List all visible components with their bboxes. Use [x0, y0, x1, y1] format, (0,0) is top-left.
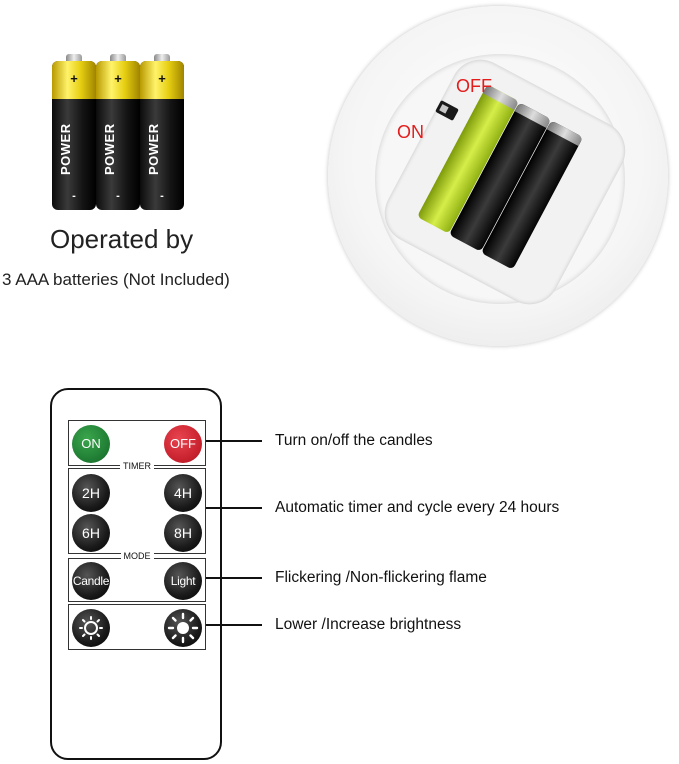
on-button[interactable]: ON [72, 425, 110, 463]
switch-on-label: ON [397, 122, 424, 142]
timer-connector-line [206, 507, 262, 509]
battery: + POWER - [140, 54, 184, 210]
timer-legend: TIMER [69, 461, 205, 471]
battery-minus-sign: - [116, 190, 120, 202]
mode-description: Flickering /Non-flickering flame [275, 569, 487, 586]
battery-brand: POWER [102, 123, 117, 175]
mode-panel: MODE Candle Light [68, 551, 206, 602]
timer-2h-button[interactable]: 2H [72, 474, 110, 512]
battery-terminal [66, 54, 82, 62]
power-connector-line [206, 440, 262, 442]
timer-8h-button[interactable]: 8H [164, 514, 202, 552]
battery-plus-sign: + [70, 71, 78, 86]
battery-body: + POWER - [96, 61, 140, 210]
off-button[interactable]: OFF [164, 425, 202, 463]
battery: + POWER - [52, 54, 96, 210]
light-mode-button[interactable]: Light [164, 562, 202, 600]
battery-cap [96, 61, 140, 99]
battery-plus-sign: + [158, 71, 166, 86]
increase-brightness-button[interactable] [164, 609, 202, 647]
battery: + POWER - [96, 54, 140, 210]
timer-4h-button[interactable]: 4H [164, 474, 202, 512]
lower-brightness-button[interactable] [72, 609, 110, 647]
battery-terminal [154, 54, 170, 62]
battery-caption-detail: 3 AAA batteries (Not Included) [2, 270, 230, 289]
power-description: Turn on/off the candles [275, 432, 433, 449]
battery-plus-sign: + [114, 71, 122, 86]
battery-body: + POWER - [52, 61, 96, 210]
battery-body: + POWER - [140, 61, 184, 210]
brightness-panel [68, 604, 206, 650]
battery-minus-sign: - [160, 190, 164, 202]
mode-connector-line [206, 577, 262, 579]
timer-description: Automatic timer and cycle every 24 hours [275, 499, 560, 516]
dim-sun-icon [79, 616, 103, 640]
candle-mode-button[interactable]: Candle [72, 562, 110, 600]
switch-off-label: OFF [456, 76, 492, 96]
brightness-connector-line [206, 624, 262, 626]
battery-cap [140, 61, 184, 99]
remote-control: ON OFF TIMER 2H 4H 6H 8H MODE Candle Lig… [50, 388, 222, 760]
brightness-description: Lower /Increase brightness [275, 616, 462, 633]
battery-brand: POWER [58, 123, 73, 175]
power-panel: ON OFF [68, 420, 206, 466]
timer-6h-button[interactable]: 6H [72, 514, 110, 552]
mode-legend: MODE [69, 551, 205, 561]
battery-cap [52, 61, 96, 99]
battery-terminal [110, 54, 126, 62]
battery-caption-title: Operated by [50, 224, 194, 254]
timer-panel: TIMER 2H 4H 6H 8H [68, 461, 206, 554]
battery-brand: POWER [146, 123, 161, 175]
bright-sun-icon [167, 612, 199, 644]
battery-minus-sign: - [72, 190, 76, 202]
